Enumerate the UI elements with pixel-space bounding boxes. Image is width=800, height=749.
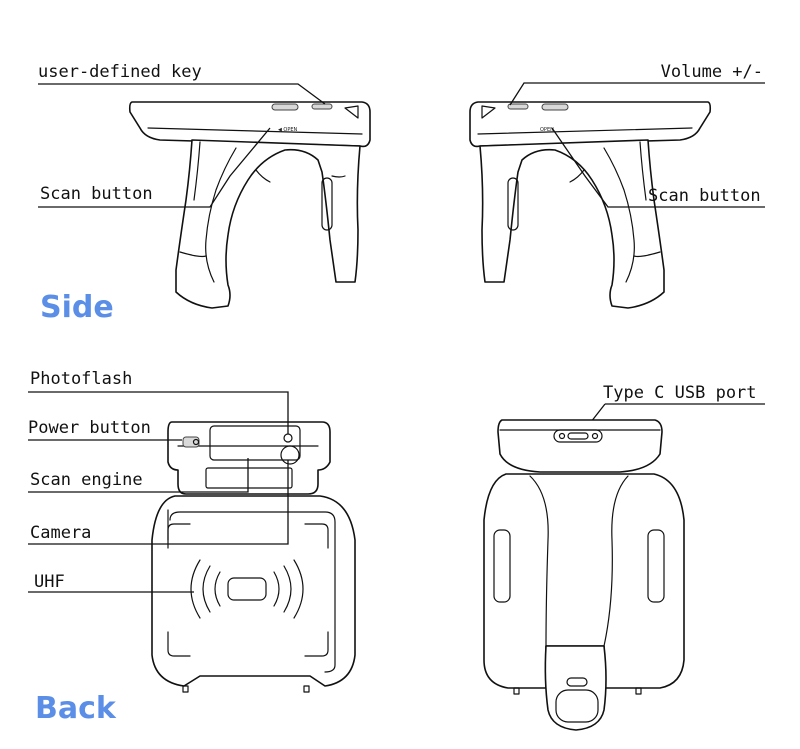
label-type-c-usb-port: Type C USB port bbox=[603, 383, 757, 403]
label-uhf: UHF bbox=[34, 572, 65, 592]
label-scan-engine: Scan engine bbox=[30, 470, 143, 490]
label-scan-button-left: Scan button bbox=[40, 184, 153, 204]
label-scan-button-right: Scan button bbox=[648, 186, 761, 206]
label-user-defined-key: user-defined key bbox=[38, 62, 202, 82]
label-power-button: Power button bbox=[28, 418, 151, 438]
label-camera: Camera bbox=[30, 523, 91, 543]
side-view-right bbox=[469, 101, 712, 309]
svg-text:◀ OPEN: ◀ OPEN bbox=[278, 127, 298, 133]
section-title-back: Back bbox=[35, 691, 117, 726]
label-volume: Volume +/- bbox=[661, 62, 763, 82]
side-leader-lines bbox=[38, 82, 765, 208]
back-view-right bbox=[483, 419, 685, 731]
label-photoflash: Photoflash bbox=[30, 369, 132, 389]
section-title-side: Side bbox=[40, 290, 114, 325]
back-view-left bbox=[151, 421, 356, 693]
side-view-left: ◀ OPEN bbox=[128, 101, 371, 309]
open-text-right: OPEN bbox=[540, 127, 554, 133]
